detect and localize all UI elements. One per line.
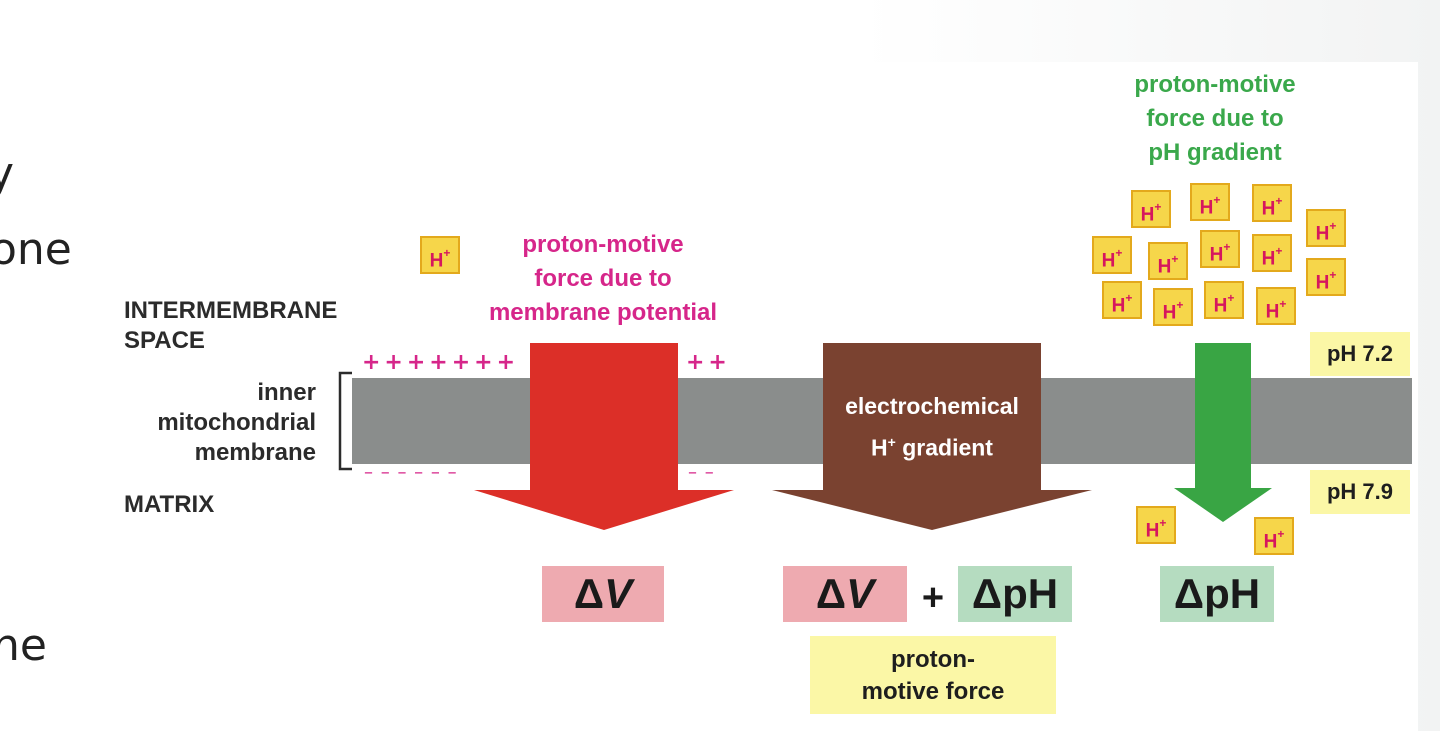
ph-gradient-title: proton-motive force due to pH gradient: [1134, 71, 1296, 166]
delta-ph-box-center: ΔpH: [958, 566, 1072, 622]
membrane-bracket: [338, 371, 352, 471]
proton-ion: H+: [1306, 258, 1346, 296]
proton-ion: H+: [1200, 230, 1240, 268]
negative-charges-left: – – – – – –: [364, 462, 458, 483]
matrix-label: MATRIX: [124, 491, 215, 518]
ph-intermembrane-label: pH 7.2: [1310, 332, 1410, 376]
proton-ion: H+: [1131, 190, 1171, 228]
slide-text-fragment-3: ne: [0, 620, 47, 671]
negative-charges-right: – –: [688, 462, 715, 483]
delta-ph-box-right: ΔpH: [1160, 566, 1274, 622]
delta-v-box-center: ΔV: [783, 566, 907, 622]
proton-ion: H+: [1092, 236, 1132, 274]
proton-ion: H+: [1136, 506, 1176, 544]
green-arrow: [1174, 343, 1272, 522]
slide-text-fragment-2: one: [0, 224, 72, 275]
proton-ion: H+: [1252, 184, 1292, 222]
proton-ion: H+: [420, 236, 460, 274]
positive-charges-right: ++: [686, 350, 731, 375]
delta-v-box-left: ΔV: [542, 566, 664, 622]
inner-membrane-label: inner mitochondrial membrane: [157, 379, 316, 466]
slide-text-fragment-1: y: [0, 148, 15, 199]
electrochemical-gradient-label: electrochemical H+ gradient: [845, 393, 1019, 461]
intermembrane-space-label: INTERMEMBRANE SPACE: [124, 297, 338, 354]
proton-ion: H+: [1190, 183, 1230, 221]
proton-ion: H+: [1306, 209, 1346, 247]
membrane-potential-title: proton-motive force due to membrane pote…: [488, 231, 718, 326]
positive-charges-left: +++++++: [362, 350, 520, 375]
proton-ion: H+: [1204, 281, 1244, 319]
red-arrow: [474, 343, 734, 530]
proton-ion: H+: [1148, 242, 1188, 280]
proton-motive-force-box: proton- motive force: [810, 636, 1056, 714]
proton-ion: H+: [1153, 288, 1193, 326]
proton-ion: H+: [1102, 281, 1142, 319]
proton-ion: H+: [1252, 234, 1292, 272]
plus-sign: +: [921, 577, 945, 619]
proton-ion: H+: [1254, 517, 1294, 555]
ph-matrix-label: pH 7.9: [1310, 470, 1410, 514]
brown-arrow: [772, 343, 1092, 530]
proton-ion: H+: [1256, 287, 1296, 325]
